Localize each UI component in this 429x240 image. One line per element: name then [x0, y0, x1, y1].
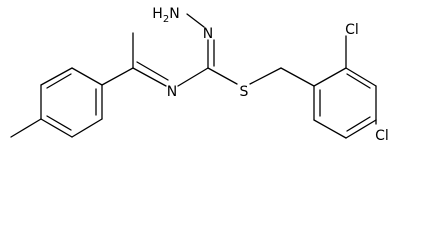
bond — [313, 119, 347, 139]
bond — [207, 67, 238, 85]
bond — [177, 67, 209, 87]
aromatic-bond — [346, 73, 371, 89]
bond — [249, 67, 282, 85]
bond — [101, 67, 134, 86]
bond — [345, 119, 377, 139]
bond — [40, 118, 73, 138]
bond — [345, 67, 377, 87]
bond — [280, 67, 315, 87]
aromatic-bond — [346, 116, 371, 132]
double-bond — [136, 61, 169, 81]
bond — [186, 13, 205, 28]
nh2-label: H2N — [152, 6, 179, 25]
tolyl-ring — [40, 67, 103, 138]
bond — [71, 118, 103, 138]
sulfur-label: S — [240, 84, 249, 100]
nitrogen-label: N — [167, 84, 177, 100]
bond — [40, 67, 73, 86]
chlorine-label: Cl — [375, 128, 389, 144]
nitrogen-label: N — [203, 26, 213, 42]
aromatic-bond — [46, 115, 72, 131]
bond — [71, 67, 103, 86]
molecule-structure: H2N N N S Cl Cl — [10, 6, 389, 144]
dichlorophenyl-ring — [313, 67, 377, 139]
aromatic-bond — [46, 73, 72, 89]
double-bond — [132, 67, 167, 87]
chlorine-label: Cl — [345, 22, 359, 38]
methyl-bond — [10, 118, 42, 138]
structure-canvas: H2N N N S Cl Cl — [10, 6, 389, 144]
bond — [313, 67, 347, 87]
